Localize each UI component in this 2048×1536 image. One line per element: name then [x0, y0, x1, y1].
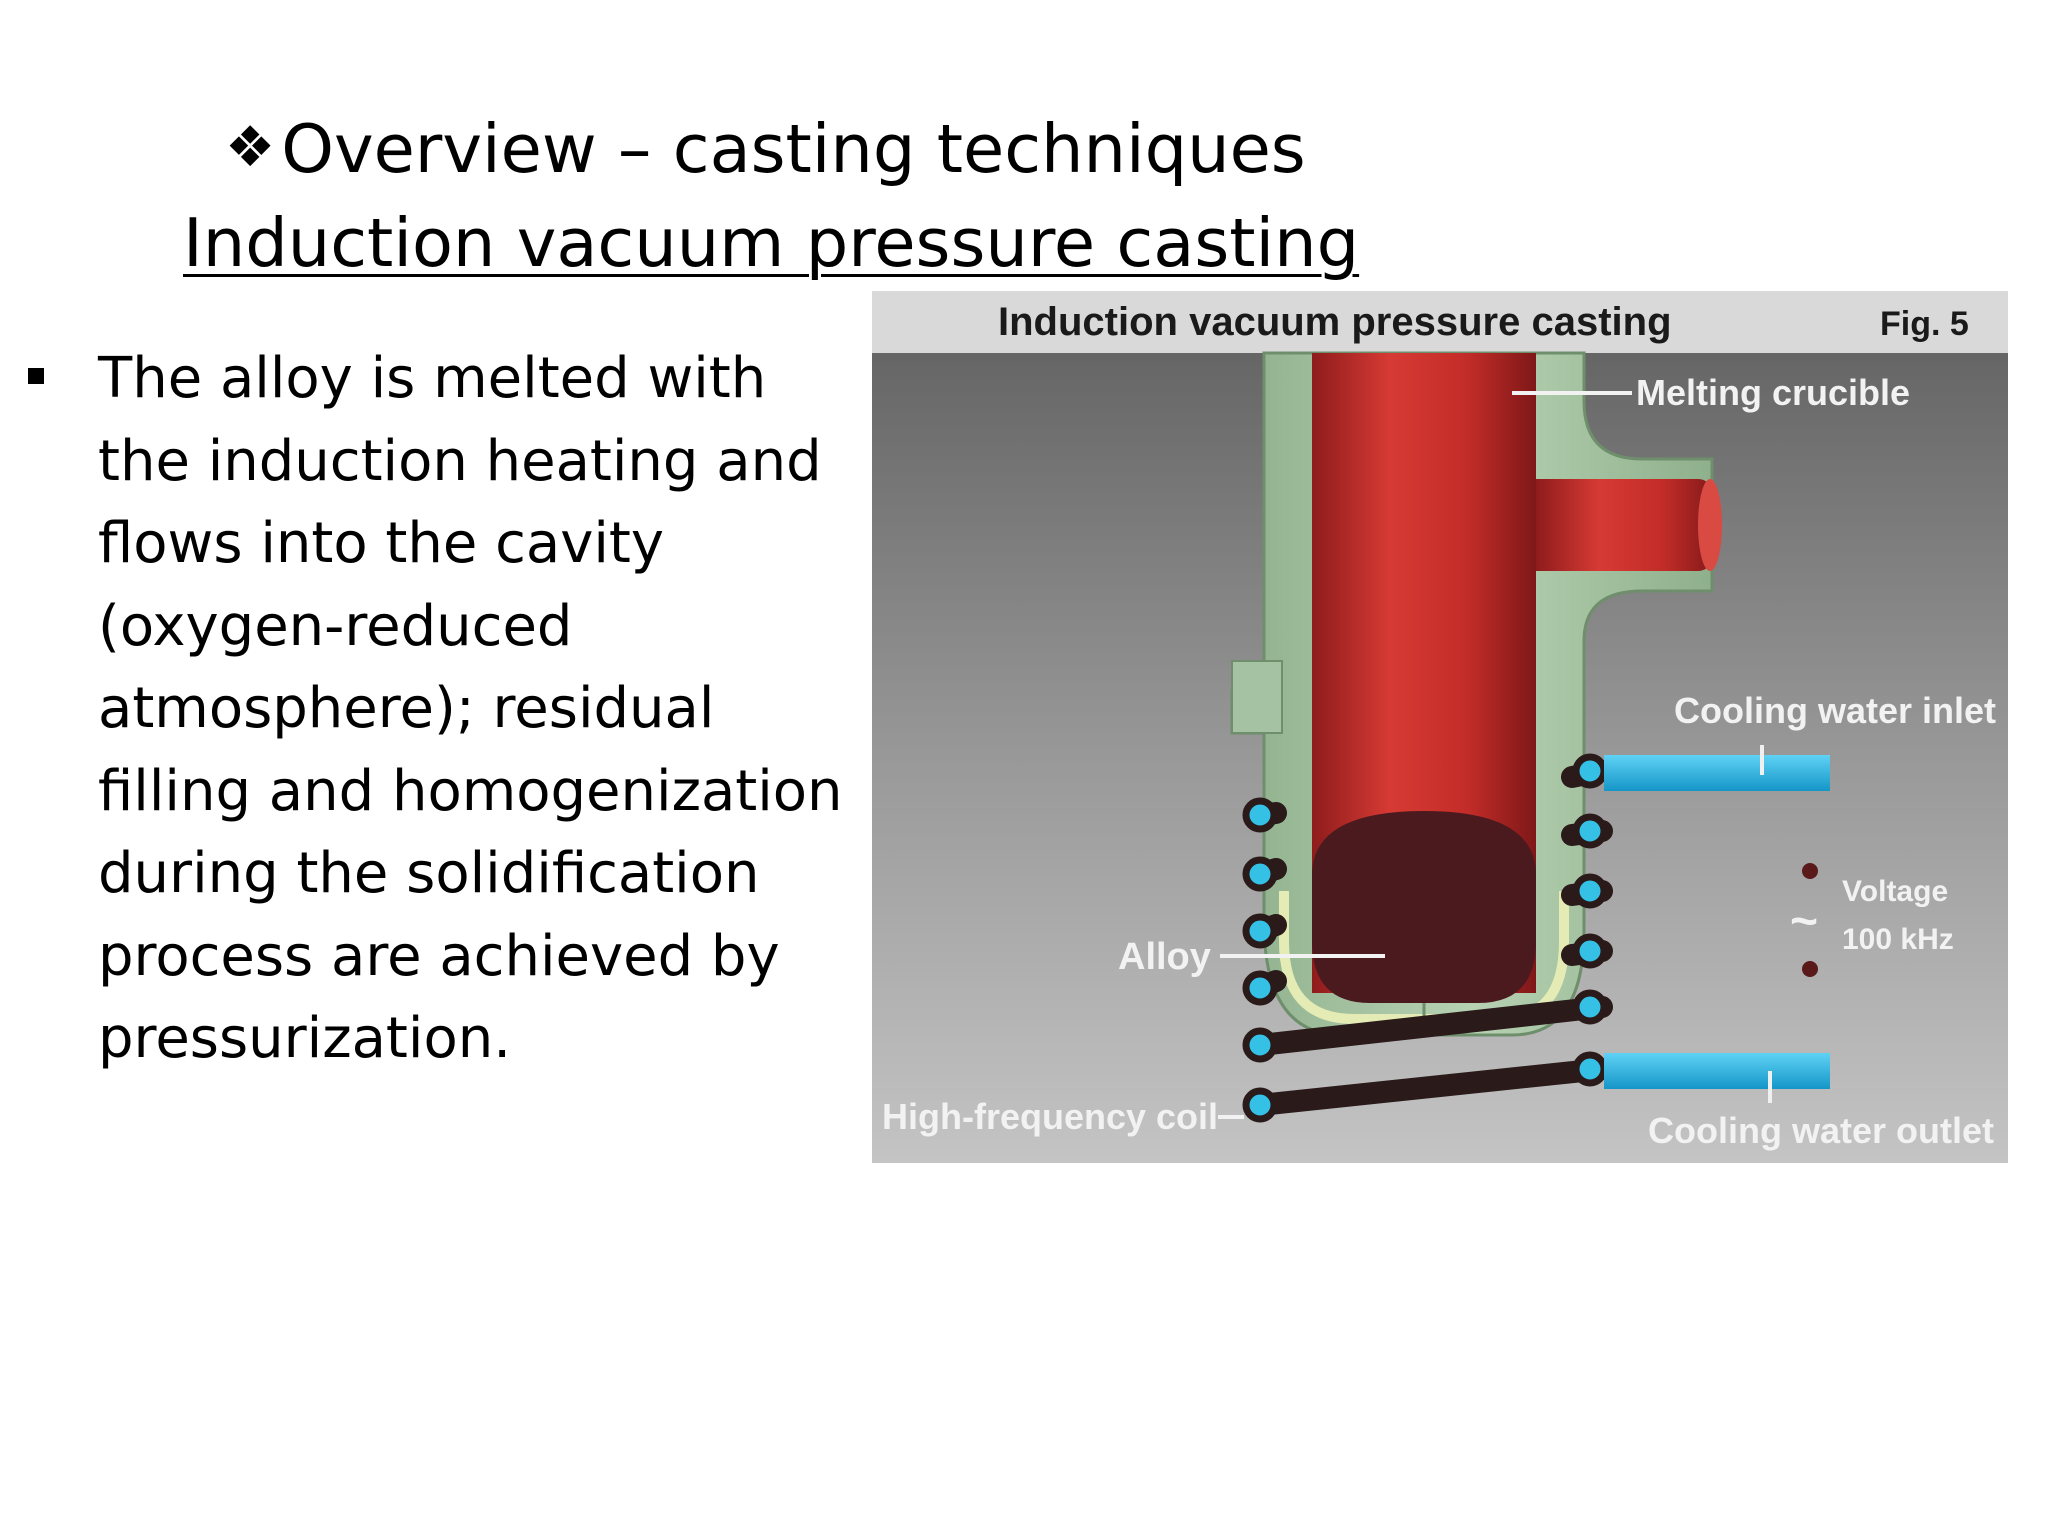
body-line: the induction heating and	[98, 428, 822, 494]
cooling-water-outlet-pipe	[1604, 1053, 1830, 1089]
shell-flange	[1231, 660, 1283, 734]
label-melting-crucible: Melting crucible	[1636, 372, 1910, 413]
square-bullet-icon	[28, 368, 44, 384]
body-line: pressurization.	[98, 1006, 511, 1071]
label-cooling-water-inlet: Cooling water inlet	[1674, 690, 1996, 731]
coil-turns-right	[1572, 753, 1608, 1087]
label-voltage: Voltage	[1842, 875, 1948, 908]
body-line: process are achieved by	[98, 923, 780, 989]
figure-header-band	[872, 291, 2008, 353]
body-line: during the solidification	[98, 841, 760, 906]
figure-number: Fig. 5	[1880, 305, 1969, 343]
voltage-terminal-bottom	[1802, 961, 1818, 977]
body-line: atmosphere); residual	[98, 676, 715, 741]
induction-casting-figure: Induction vacuum pressure casting Fig. 5	[872, 291, 2008, 1163]
body-paragraph: The alloy is melted with the induction h…	[98, 338, 858, 1081]
body-line: filling and homogenization	[98, 758, 843, 824]
side-outlet	[1536, 479, 1718, 571]
slide-subtitle: Induction vacuum pressure casting	[183, 204, 1360, 282]
label-frequency: 100 kHz	[1842, 923, 1954, 956]
coil-turns-left	[1242, 797, 1278, 1123]
four-diamond-bullet-icon: ❖	[225, 115, 276, 180]
cooling-water-inlet-pipe	[1604, 755, 1830, 791]
label-high-frequency-coil: High-frequency coil	[882, 1096, 1218, 1137]
figure-header-title: Induction vacuum pressure casting	[998, 300, 1672, 344]
alloy-melt	[1312, 811, 1536, 1003]
label-alloy: Alloy	[1118, 936, 1211, 978]
body-line: flows into the cavity	[98, 511, 664, 576]
slide-title: ❖Overview – casting techniques	[225, 108, 1306, 189]
figure-diagram: Induction vacuum pressure casting Fig. 5	[872, 291, 2008, 1163]
outlet-end	[1698, 479, 1722, 571]
voltage-terminal-top	[1802, 863, 1818, 879]
label-cooling-water-outlet: Cooling water outlet	[1648, 1110, 1994, 1151]
body-line: The alloy is melted with	[98, 346, 767, 411]
ac-tilde-icon: ~	[1790, 895, 1818, 948]
body-line: (oxygen-reduced	[98, 593, 573, 659]
slide-title-text: Overview – casting techniques	[281, 110, 1306, 188]
